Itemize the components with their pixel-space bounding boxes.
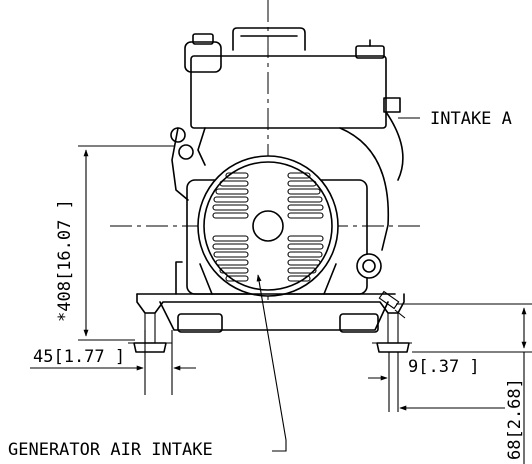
height-dimension: [78, 145, 175, 341]
generator-air-intake-label: GENERATOR AIR INTAKE: [8, 440, 213, 460]
base-frame: [128, 293, 412, 353]
generator-housing: [175, 155, 382, 297]
right-offset-label: 9[.37 ]: [408, 357, 480, 377]
leaders: [256, 117, 420, 452]
left-offset-label: 45[1.77 ]: [33, 347, 125, 367]
left-offset-dimension: [30, 330, 196, 395]
right-offset-dimension: [368, 352, 505, 412]
base-height-dimension: [396, 303, 532, 464]
mounting-bolt: [378, 290, 406, 319]
engine-upper-body: [170, 27, 404, 251]
height-dimension-label: *408[16.07 ]: [55, 199, 75, 322]
generator-vent-slots: [212, 172, 324, 282]
base-height-label: 68[2.68]: [505, 378, 525, 460]
intake-air-label: INTAKE A: [430, 109, 512, 129]
